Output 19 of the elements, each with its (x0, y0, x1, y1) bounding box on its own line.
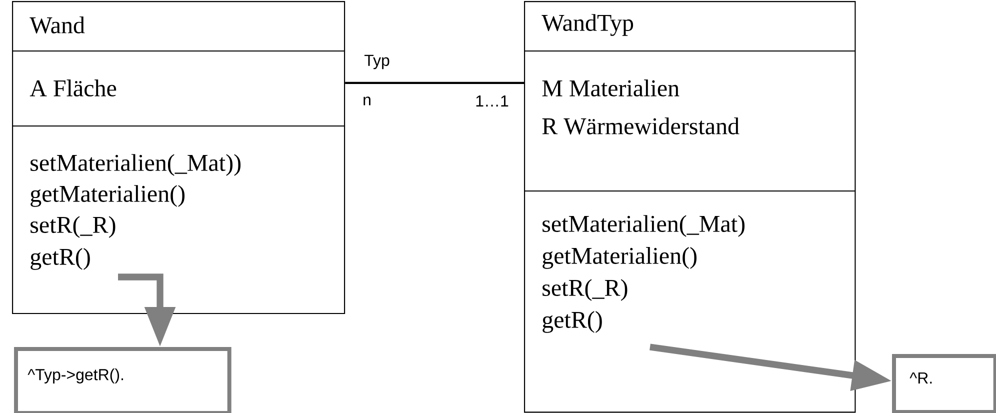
note-text: ^R. (910, 372, 932, 384)
note-text: ^Typ->getR(). (28, 368, 124, 384)
multiplicity-label: 1…1 (476, 96, 508, 106)
multiplicity-label: n (364, 96, 370, 106)
class-text: Wand (30, 16, 85, 34)
class-text: A Fläche (30, 80, 116, 96)
class-text: getR() (542, 311, 602, 333)
class-text: WandTyp (542, 14, 634, 36)
association-line (345, 82, 524, 84)
class-text: setMaterialien(_Mat)) (30, 154, 240, 176)
class-text: setR(_R) (542, 279, 628, 301)
class-text: M Materialien (542, 80, 680, 96)
class-text: setMaterialien(_Mat) (542, 215, 744, 237)
class-text: getR() (30, 248, 90, 270)
class-text: setR(_R) (30, 216, 116, 238)
class-text: getMaterialien() (30, 185, 184, 207)
class-text: getMaterialien() (542, 247, 696, 269)
edge-label: Typ (362, 54, 392, 70)
class-text: R Wärmewiderstand (542, 117, 740, 134)
